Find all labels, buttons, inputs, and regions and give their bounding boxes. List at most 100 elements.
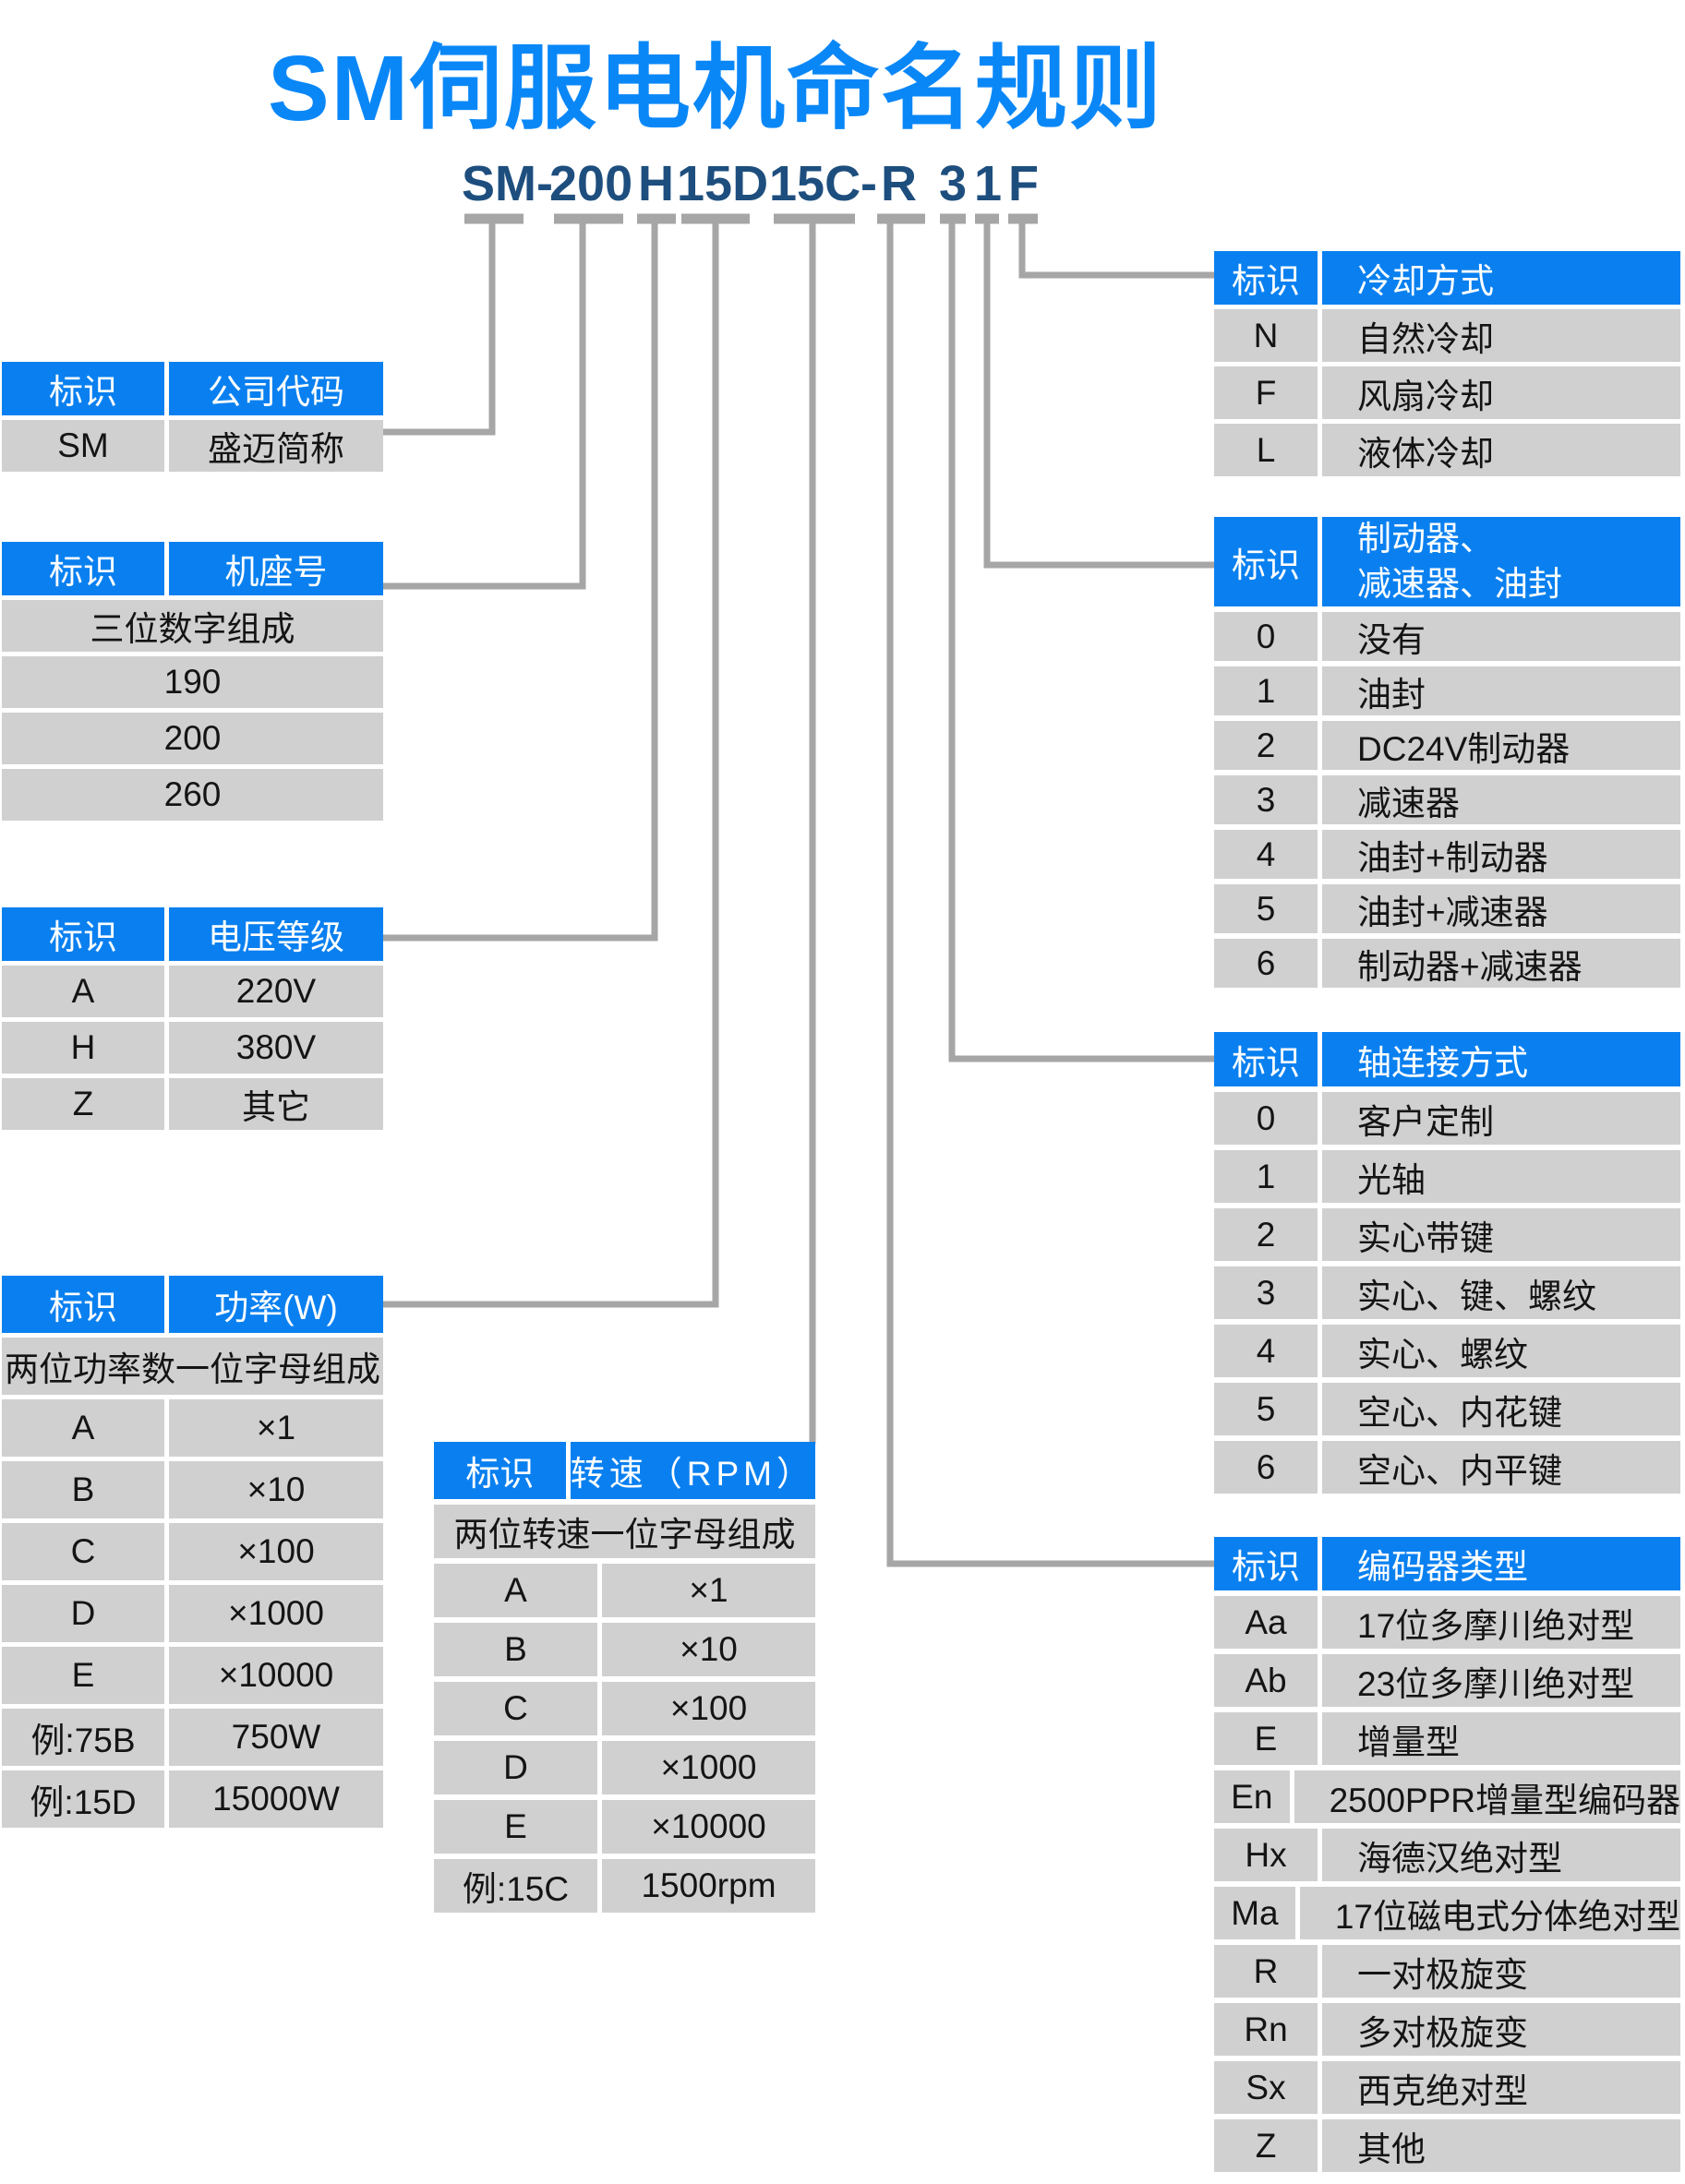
desc-cell: 客户定制 [1322, 1092, 1680, 1145]
desc-cell: 多对极旋变 [1322, 2003, 1680, 2056]
code-cell: E [1214, 1712, 1318, 1765]
desc-cell: 没有 [1322, 612, 1680, 661]
code-cell: 6 [1214, 1441, 1318, 1494]
desc-cell: 380V [169, 1022, 383, 1074]
desc-cell: 15000W [169, 1770, 383, 1828]
desc-cell: 其它 [169, 1078, 383, 1130]
code-cell: B [434, 1623, 597, 1676]
code-cell: 4 [1214, 830, 1318, 879]
table-header: 标识 冷却方式 [1214, 251, 1680, 305]
code-cell: L [1214, 424, 1318, 476]
code-cell: 5 [1214, 1383, 1318, 1435]
code-segment-speed: 15C- [769, 156, 878, 211]
code-cell: 3 [1214, 775, 1318, 824]
table-row: E×10000 [2, 1647, 383, 1704]
name-header-cell: 机座号 [169, 542, 383, 595]
code-cell: N [1214, 309, 1318, 362]
desc-cell: 油封+制动器 [1322, 830, 1680, 879]
code-cell: SM [2, 420, 164, 472]
table-header: 标识 轴连接方式 [1214, 1032, 1680, 1086]
code-cell: E [434, 1800, 597, 1854]
code-cell: 0 [1214, 612, 1318, 661]
id-header-cell: 标识 [2, 542, 164, 595]
code-segment-shaft: 3 [939, 156, 968, 211]
desc-cell: ×100 [169, 1523, 383, 1580]
code-cell: A [2, 966, 164, 1017]
desc-cell: ×10000 [602, 1800, 815, 1854]
desc-cell: ×10000 [169, 1647, 383, 1704]
code-cell: R [1214, 1945, 1318, 1998]
table-row: C×100 [2, 1523, 383, 1580]
table-header: 标识 编码器类型 [1214, 1537, 1680, 1590]
name-header-cell: 电压等级 [169, 907, 383, 961]
table-header: 标识 功率(W) [2, 1276, 383, 1333]
id-header-cell: 标识 [2, 362, 164, 415]
desc-cell: ×100 [602, 1682, 815, 1735]
desc-cell: 海德汉绝对型 [1322, 1829, 1680, 1881]
desc-cell: 1500rpm [602, 1859, 815, 1913]
desc-cell: 减速器 [1322, 775, 1680, 824]
desc-cell: 一对极旋变 [1322, 1945, 1680, 1998]
id-header-cell: 标识 [2, 1276, 164, 1333]
desc-cell: 2500PPR增量型编码器 [1294, 1770, 1680, 1823]
table-row: A×1 [2, 1399, 383, 1457]
code-cell: 1 [1214, 666, 1318, 715]
table-row: E×10000 [434, 1800, 815, 1854]
desc-cell: 23位多摩川绝对型 [1322, 1654, 1680, 1707]
id-header-cell: 标识 [1214, 1537, 1318, 1590]
code-cell: 2 [1214, 1208, 1318, 1261]
code-cell: D [434, 1741, 597, 1794]
code-cell: En [1214, 1770, 1290, 1823]
table-row: C×100 [434, 1682, 815, 1735]
note-cell: 三位数字组成 [2, 600, 383, 652]
table-row: B×10 [2, 1461, 383, 1518]
name-header-cell: 轴连接方式 [1322, 1032, 1680, 1086]
desc-cell: 盛迈简称 [169, 420, 383, 472]
desc-cell: 光轴 [1322, 1150, 1680, 1203]
name-header-cell: 公司代码 [169, 362, 383, 415]
name-header-cell: 转速（RPM） [570, 1442, 815, 1499]
code-cell: 4 [1214, 1325, 1318, 1377]
code-cell: F [1214, 366, 1318, 419]
table-row: 200 [2, 713, 383, 764]
id-header-cell: 标识 [434, 1442, 566, 1499]
code-cell: B [2, 1461, 164, 1518]
desc-cell: ×1000 [169, 1585, 383, 1642]
code-segment-voltage: H [638, 156, 674, 211]
code-cell: 例:75B [2, 1709, 164, 1766]
desc-cell: 增量型 [1322, 1712, 1680, 1765]
desc-cell: 其他 [1322, 2119, 1680, 2172]
table-row: 260 [2, 769, 383, 821]
code-cell: Hx [1214, 1829, 1318, 1881]
note-cell: 200 [2, 713, 383, 764]
table-row: 三位数字组成 [2, 600, 383, 652]
desc-cell: 220V [169, 966, 383, 1017]
